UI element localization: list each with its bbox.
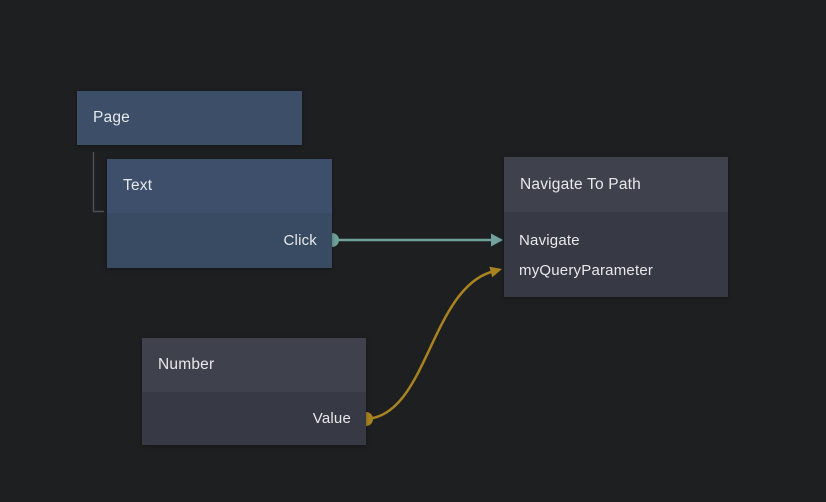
port-label-navigate: Navigate — [519, 231, 580, 249]
node-number-title: Number — [158, 356, 215, 373]
node-text-title: Text — [123, 177, 153, 194]
port-row-myqueryparameter[interactable]: myQueryParameter — [504, 255, 728, 285]
port-label-myqueryparameter: myQueryParameter — [519, 261, 654, 279]
node-number[interactable]: Number Value — [142, 338, 366, 445]
page-text-tree-connector — [92, 152, 104, 213]
edge-click-to-navigate — [325, 233, 503, 247]
port-row-navigate[interactable]: Navigate — [504, 225, 728, 255]
node-page[interactable]: Page — [77, 91, 302, 145]
edge-value-to-myqueryparameter — [359, 266, 502, 426]
port-label-click: Click — [283, 232, 317, 249]
node-navigate-to-path[interactable]: Navigate To Path Navigate myQueryParamet… — [504, 157, 728, 297]
node-navigate-to-path-title: Navigate To Path — [520, 175, 641, 193]
node-text[interactable]: Text Click — [107, 159, 332, 268]
edge-value-to-myqueryparameter-line[interactable] — [364, 270, 493, 421]
port-row-click[interactable]: Click — [107, 213, 332, 268]
port-row-value[interactable]: Value — [142, 392, 366, 445]
arrowhead-navigate-icon — [491, 233, 503, 247]
node-page-title: Page — [93, 109, 130, 126]
port-label-value: Value — [312, 410, 351, 427]
